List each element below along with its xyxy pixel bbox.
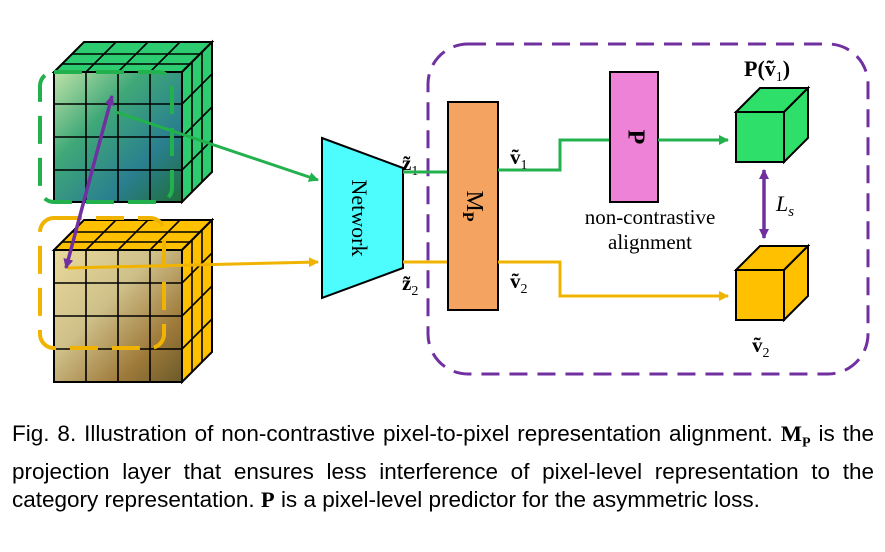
z2-label: z̃2 xyxy=(402,271,418,299)
loss-label: Ls xyxy=(775,191,794,220)
yellow-input-arrow xyxy=(67,257,319,270)
mp-label: MP xyxy=(459,190,487,221)
caption-p-symbol: P xyxy=(260,486,275,512)
pv1-label: P(ṽ1) xyxy=(744,56,790,85)
diagram-figure: Network z̃1 z̃2 MP ṽ1 ṽ2 P P(ṽ1) ṽ2 Ls n… xyxy=(38,39,870,385)
green-feature-cube xyxy=(38,39,215,205)
alignment-text-line1: non-contrastive xyxy=(585,205,716,229)
caption-mp-symbol: MP xyxy=(780,421,811,451)
green-input-arrow xyxy=(115,110,319,182)
caption-middle: is the projection layer that ensures les… xyxy=(12,421,875,512)
predictor-block xyxy=(609,71,659,203)
predictor-label: P xyxy=(622,130,648,145)
network-block xyxy=(321,136,404,300)
yellow-feature-cube xyxy=(38,216,215,385)
v1-label: ṽ1 xyxy=(510,145,528,173)
alignment-region-outline xyxy=(426,42,870,376)
v2-arrow xyxy=(498,260,729,301)
z1-label: z̃1 xyxy=(402,151,418,179)
caption-suffix: is a pixel-level predictor for the asymm… xyxy=(280,486,760,512)
predicted-feature-cube xyxy=(733,85,811,165)
v2-label: ṽ2 xyxy=(510,269,528,297)
caption-prefix: Fig. 8. Illustration of non-contrastive … xyxy=(12,421,773,446)
pixel-correspondence-arrow xyxy=(63,95,115,269)
v1-connector xyxy=(498,138,610,172)
figure-caption: Fig. 8. Illustration of non-contrastive … xyxy=(12,420,874,514)
bottom-v2-label: ṽ2 xyxy=(752,333,770,361)
alignment-text-line2: alignment xyxy=(608,230,692,254)
projection-layer-block xyxy=(447,101,499,311)
target-feature-cube xyxy=(733,243,811,323)
network-label: Network xyxy=(347,180,372,257)
